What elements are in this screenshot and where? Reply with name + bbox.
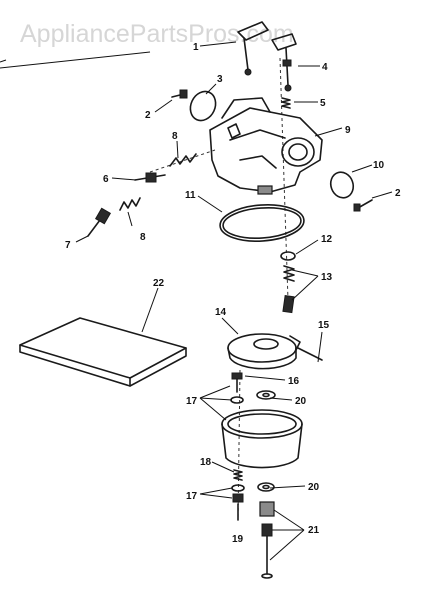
- part-9-carburetor-body: [209, 97, 323, 195]
- label-2: 2: [145, 110, 151, 121]
- part-10-choke-plate: [329, 171, 355, 199]
- label-17-lower: 17: [186, 491, 198, 502]
- label-13: 13: [321, 272, 333, 283]
- part-13-inlet-needle-spring: [282, 265, 295, 314]
- part-11-gasket: [219, 204, 305, 242]
- label-6: 6: [103, 174, 109, 185]
- label-22: 22: [153, 278, 165, 289]
- part-20-washer-lower: [257, 482, 275, 492]
- part-15-float-pin: [297, 347, 323, 361]
- frame-lines: [0, 51, 151, 69]
- label-16: 16: [288, 376, 300, 387]
- label-18: 18: [200, 457, 212, 468]
- float-bowl: [221, 409, 303, 469]
- part-8-spring-lower: [119, 197, 141, 211]
- label-3: 3: [217, 74, 223, 85]
- part-20-washer-upper: [256, 390, 276, 400]
- part-1-throttle-shaft: [237, 21, 269, 76]
- part-21-bowl-nut: [259, 501, 275, 579]
- part-2-screw-left: [171, 89, 188, 99]
- leader-lines: [75, 41, 393, 561]
- label-21: 21: [308, 525, 320, 536]
- label-2-right: 2: [395, 188, 401, 199]
- label-19: 19: [232, 534, 244, 545]
- label-4: 4: [322, 62, 328, 73]
- label-14: 14: [215, 307, 227, 318]
- label-9: 9: [345, 125, 351, 136]
- part-7-idle-screw: [87, 207, 112, 237]
- label-1: 1: [193, 42, 199, 53]
- part-2-screw-right: [353, 199, 373, 212]
- part-17-small-gasket: [230, 396, 244, 404]
- part-5-spring: [281, 97, 291, 109]
- label-11: 11: [185, 190, 196, 201]
- part-labels: 1 2 3 4 5 6 7 8 8 9 10 2 11 12 13 14 15 …: [65, 42, 401, 545]
- part-12-clip: [280, 251, 296, 261]
- label-12: 12: [321, 234, 333, 245]
- part-16-pin: [231, 372, 243, 393]
- label-7: 7: [65, 240, 71, 251]
- label-15: 15: [318, 320, 330, 331]
- label-8-lower: 8: [140, 232, 146, 243]
- label-10: 10: [373, 160, 385, 171]
- part-6-needle-valve: [134, 172, 166, 183]
- label-8-upper: 8: [172, 131, 178, 142]
- part-18-spring: [233, 469, 243, 481]
- part-3-throttle-plate: [189, 90, 217, 122]
- part-4-choke-shaft: [271, 33, 297, 92]
- part-22-filter-pad: [19, 317, 187, 387]
- label-20-lower: 20: [308, 482, 320, 493]
- part-8-spring-upper: [169, 153, 197, 167]
- part-14-float: [227, 333, 301, 370]
- label-5: 5: [320, 98, 326, 109]
- label-17-upper: 17: [186, 396, 198, 407]
- label-20-upper: 20: [295, 396, 307, 407]
- part-17-lower: [231, 484, 245, 503]
- watermark-text: AppliancePartsPros.com: [20, 20, 294, 48]
